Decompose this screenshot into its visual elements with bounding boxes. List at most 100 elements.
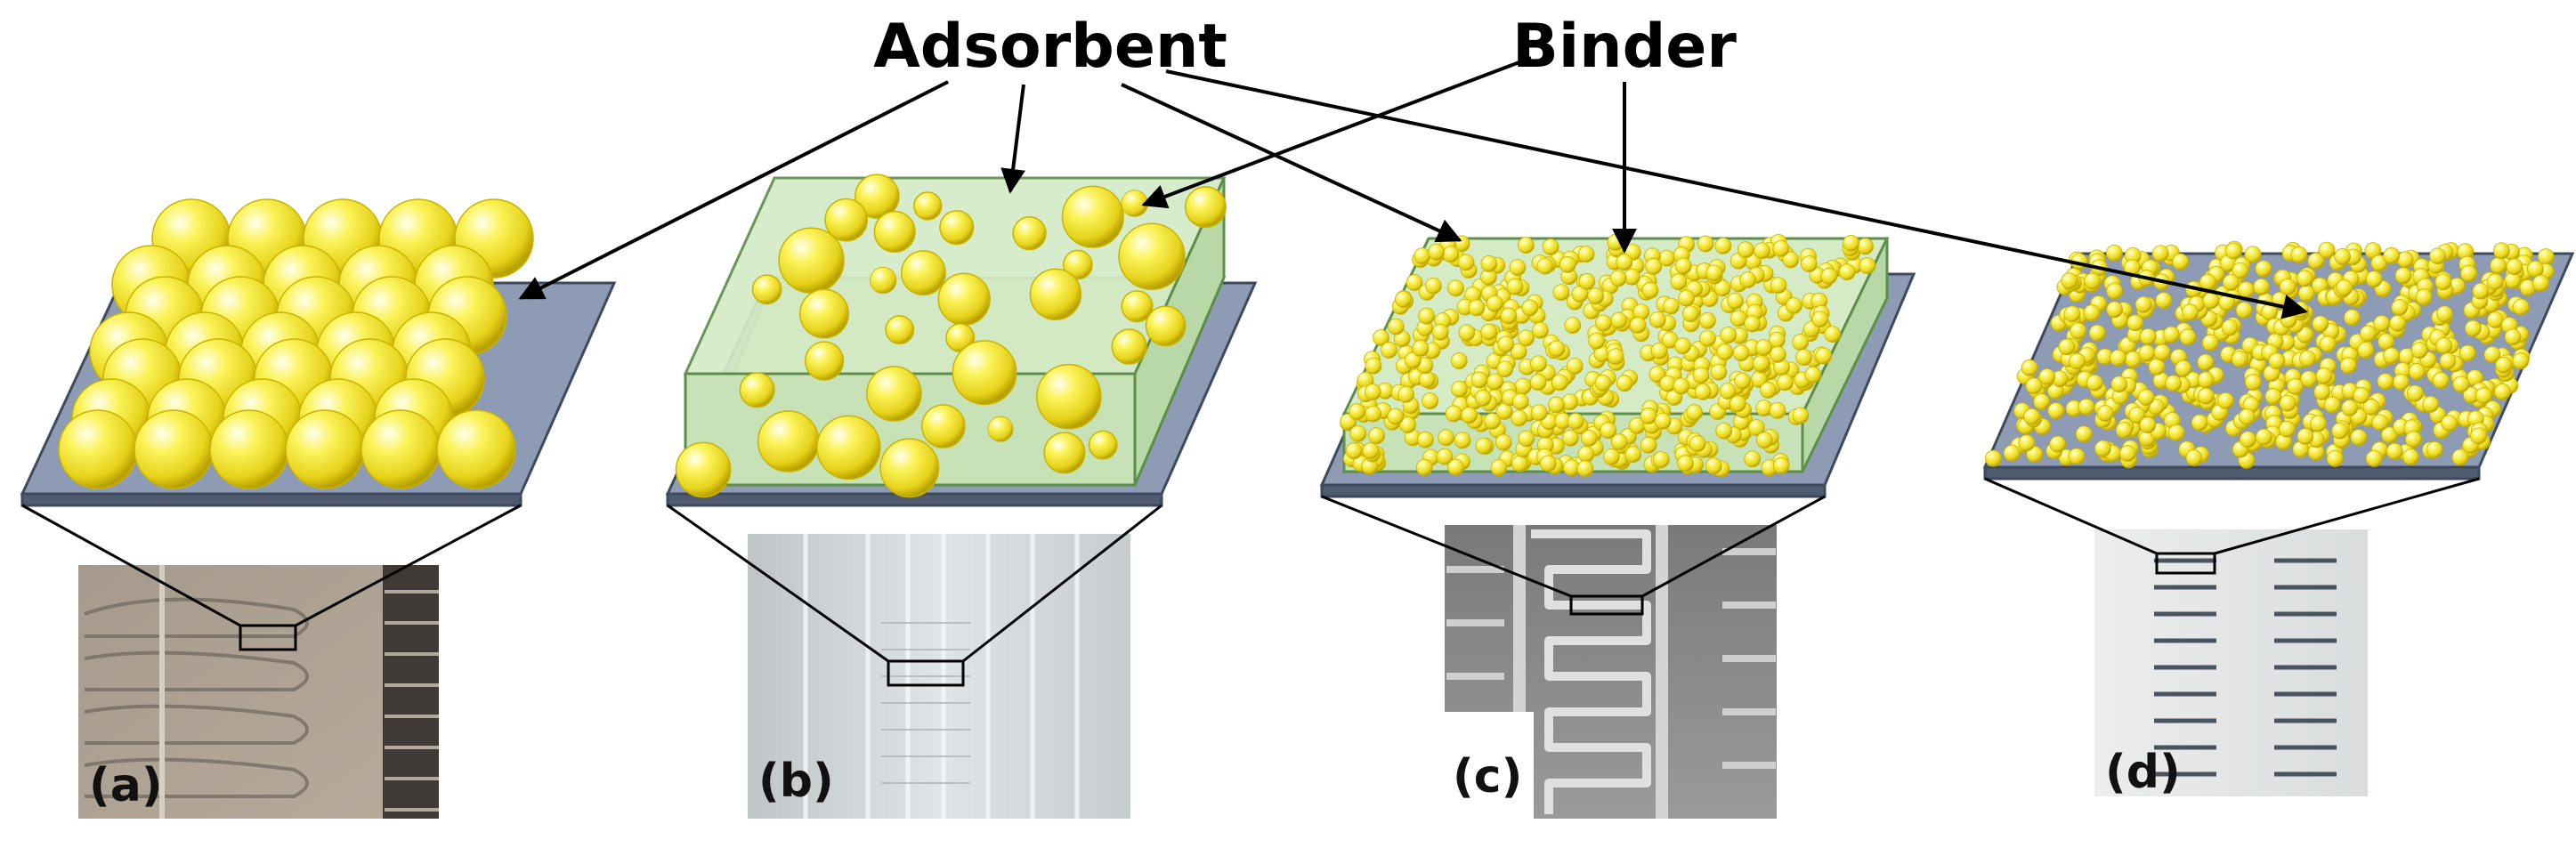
adsorbent-particle — [2135, 295, 2152, 313]
adsorbent-particle — [2410, 342, 2428, 359]
adsorbent-particle — [2486, 273, 2504, 291]
adsorbent-particle — [1511, 392, 1529, 410]
adsorbent-particle — [2197, 371, 2215, 389]
adsorbent-particle — [1580, 430, 1598, 447]
adsorbent-particle — [1450, 352, 1468, 369]
adsorbent-particle — [2078, 398, 2095, 416]
adsorbent-particle — [2315, 367, 2333, 384]
adsorbent-particle — [2470, 427, 2488, 445]
adsorbent-particle — [2452, 376, 2470, 393]
adsorbent-particle — [2106, 282, 2124, 300]
adsorbent-particle — [1588, 332, 1606, 350]
adsorbent-particle — [1755, 432, 1773, 449]
adsorbent-particle — [1480, 323, 1498, 341]
adsorbent-particle — [1458, 324, 1476, 342]
adsorbent-particle — [1804, 366, 1822, 384]
adsorbent-particle — [1811, 311, 1829, 328]
adsorbent-particle — [1752, 355, 1770, 373]
adsorbent-particle — [2464, 319, 2482, 337]
adsorbent-particle — [2088, 324, 2106, 342]
adsorbent-particle — [987, 416, 1014, 442]
adsorbent-particle — [2405, 431, 2422, 448]
adsorbent-particle — [1754, 242, 1770, 260]
adsorbent-particle — [1506, 278, 1524, 295]
adsorbent-particle — [1345, 442, 1363, 460]
adsorbent-particle — [1552, 284, 1570, 302]
adsorbent-particle — [2391, 299, 2409, 316]
adsorbent-particle — [2003, 444, 2021, 462]
adsorbent-particle — [2475, 387, 2492, 405]
adsorbent-particle — [952, 340, 1017, 406]
panel-label-d: (d) — [2105, 746, 2181, 799]
adsorbent-particle — [2336, 279, 2353, 296]
adsorbent-particle — [2310, 415, 2327, 432]
adsorbent-particle — [2069, 352, 2086, 370]
adsorbent-particle — [2191, 414, 2208, 432]
adsorbent-particle — [1088, 430, 1118, 460]
adsorbent-particle — [2319, 335, 2337, 353]
adsorbent-particle — [2049, 435, 2067, 453]
adsorbent-particle — [1748, 419, 1765, 437]
adsorbent-particle — [1539, 455, 1557, 472]
adsorbent-particle — [2353, 387, 2370, 404]
adsorbent-particle — [1542, 238, 1559, 255]
adsorbent-particle — [1578, 273, 1596, 290]
adsorbent-particle — [1510, 343, 1527, 360]
adsorbent-particle — [1648, 311, 1666, 328]
adsorbent-particle — [1364, 384, 1381, 401]
zoom-lines — [21, 477, 2480, 663]
adsorbent-particle — [2279, 394, 2297, 412]
adsorbent-particle — [2075, 425, 2093, 443]
adsorbent-particle — [2415, 288, 2433, 306]
adsorbent-particle — [2341, 400, 2359, 416]
adsorbent-particle — [1531, 321, 1549, 339]
adsorbent-particle — [1786, 297, 1802, 314]
arrow-adsorbent-d — [1165, 69, 2308, 319]
adsorbent-particle — [1673, 377, 1690, 395]
adsorbent-particle — [2084, 272, 2102, 290]
adsorbent-particle — [913, 191, 943, 221]
adsorbent-particle — [1438, 429, 1455, 447]
adsorbent-particle — [2532, 274, 2549, 292]
adsorbent-particle — [1486, 373, 1504, 391]
adsorbent-particle — [866, 366, 922, 422]
adsorbent-particle — [2199, 273, 2216, 291]
adsorbent-particle — [1509, 259, 1527, 276]
adsorbent-particle — [1043, 432, 1086, 474]
adsorbent-particle — [1511, 455, 1528, 472]
adsorbent-particle — [2344, 309, 2361, 327]
adsorbent-particle — [2512, 352, 2530, 369]
adsorbent-particle — [2185, 449, 2203, 466]
adsorbent-particle — [1566, 358, 1584, 375]
adsorbent-particle — [1670, 273, 1688, 291]
adsorbent-particle — [2307, 252, 2325, 270]
adsorbent-particle — [2070, 322, 2087, 340]
adsorbent-particle — [2360, 325, 2377, 343]
adsorbent-particle — [1629, 317, 1647, 334]
adsorbent-particle — [2139, 416, 2157, 434]
adsorbent-particles-c — [1340, 233, 1876, 478]
adsorbent-particle — [1518, 430, 1535, 448]
adsorbent-particle — [1405, 351, 1422, 369]
adsorbent-particle — [2058, 338, 2076, 356]
adsorbent-particle — [1705, 264, 1723, 282]
adsorbent-particle — [1689, 435, 1706, 453]
adsorbent-particle — [1843, 234, 1860, 252]
adsorbent-particle — [2165, 375, 2183, 392]
adsorbent-particle — [360, 409, 441, 489]
adsorbent-particle — [1697, 235, 1714, 253]
adsorbent-particle — [2370, 254, 2388, 272]
adsorbent-particle — [1412, 340, 1430, 357]
adsorbent-particle — [1349, 424, 1367, 442]
panel-label-a: (a) — [89, 759, 163, 812]
adsorbent-particle — [2357, 342, 2375, 359]
adsorbent-particle — [2290, 246, 2308, 263]
adsorbent-particle — [798, 288, 850, 339]
adsorbent-particle — [1770, 277, 1787, 295]
adsorbent-particle — [2326, 449, 2344, 467]
adsorbent-particle — [1732, 344, 1750, 362]
adsorbent-particle — [1475, 437, 1493, 455]
callout-arrows — [518, 56, 2308, 319]
adsorbent-particle — [1442, 246, 1460, 263]
adsorbent-particle — [2487, 311, 2504, 328]
